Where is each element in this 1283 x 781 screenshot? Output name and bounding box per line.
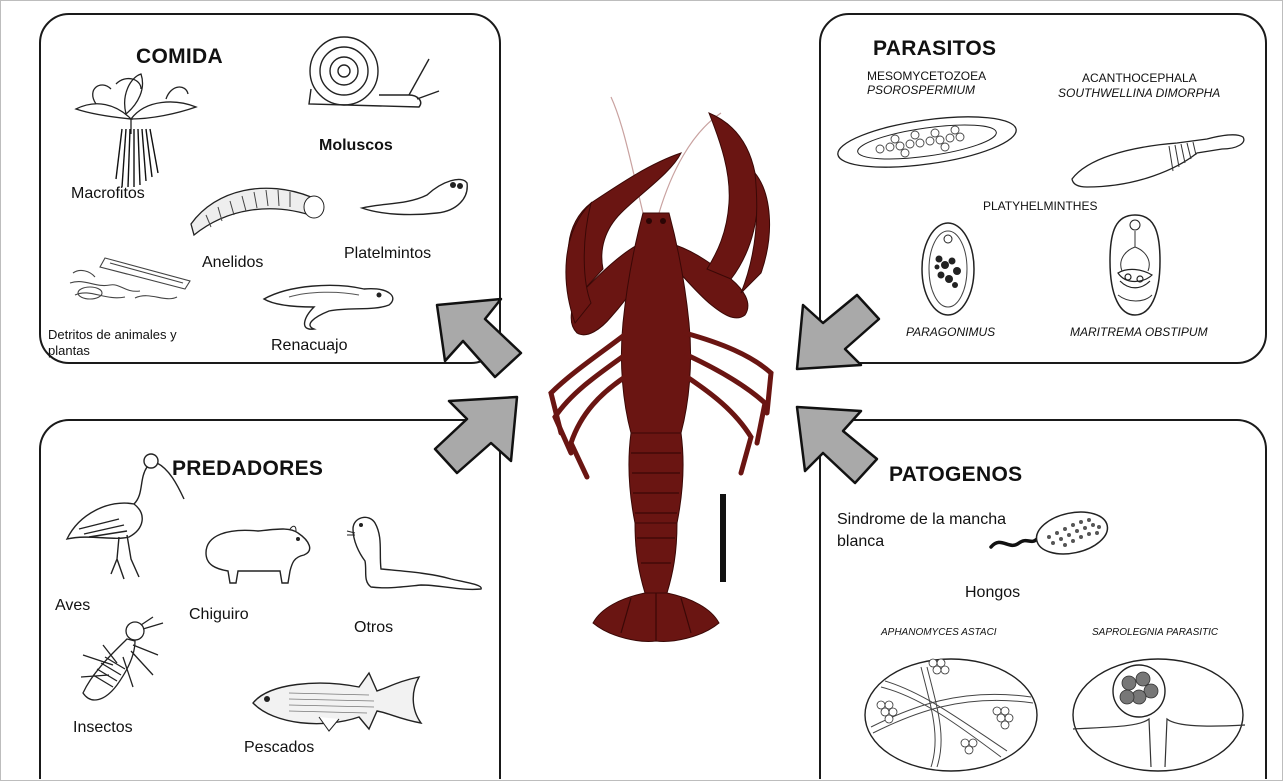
scale-bar <box>720 494 726 582</box>
label-platyhelminthes: PLATYHELMINTHES <box>983 199 1097 213</box>
label-detritos-2: plantas <box>48 343 90 358</box>
label-chiguiro: Chiguiro <box>189 606 249 624</box>
insect-icon <box>73 615 173 715</box>
virus-icon <box>987 507 1112 567</box>
label-acanthocephala: ACANTHOCEPHALA <box>1082 71 1197 85</box>
label-otros: Otros <box>354 619 393 637</box>
aphanomyces-icon <box>861 647 1041 769</box>
label-pescados: Pescados <box>244 739 314 757</box>
label-platelmintos: Platelmintos <box>344 245 431 263</box>
label-detritos-1: Detritos de animales y <box>48 327 177 342</box>
parasitos-title: PARASITOS <box>873 37 996 61</box>
flatworm-icon <box>357 173 472 218</box>
macrophyte-icon <box>56 69 206 189</box>
label-moluscos: Moluscos <box>319 137 393 155</box>
psorospermium-icon <box>835 113 1020 171</box>
tadpole-icon <box>259 277 399 332</box>
label-aphanomyces: APHANOMYCES ASTACI <box>881 627 997 638</box>
label-paragonimus: PARAGONIMUS <box>906 325 995 339</box>
label-hongos: Hongos <box>965 584 1020 602</box>
label-southwellina: SOUTHWELLINA DIMORPHA <box>1058 86 1220 100</box>
label-sindrome-1: Sindrome de la mancha <box>837 511 1006 529</box>
annelid-icon <box>186 179 331 239</box>
arrow-from-predadores <box>429 387 529 477</box>
predadores-title: PREDADORES <box>172 457 323 481</box>
ibis-icon <box>59 449 189 584</box>
arrow-to-comida <box>429 291 529 381</box>
paragonimus-icon <box>919 219 977 319</box>
label-sindrome-2: blanca <box>837 533 884 551</box>
arrow-from-parasitos <box>787 291 887 381</box>
saprolegnia-icon <box>1069 647 1247 769</box>
label-macrofitos: Macrofitos <box>71 185 145 203</box>
crayfish-icon <box>531 93 791 648</box>
snail-icon <box>299 29 439 114</box>
label-anelidos: Anelidos <box>202 254 263 272</box>
maritrema-icon <box>1104 211 1166 321</box>
label-saprolegnia: SAPROLEGNIA PARASITIC <box>1092 627 1218 638</box>
fish-icon <box>249 669 429 739</box>
comida-title: COMIDA <box>136 45 223 69</box>
detritus-icon <box>65 253 195 313</box>
label-aves: Aves <box>55 597 90 615</box>
arrow-from-patogenos <box>787 397 887 487</box>
capybara-icon <box>198 523 316 588</box>
otter-icon <box>341 511 486 596</box>
label-insectos: Insectos <box>73 719 133 737</box>
label-psorospermium: PSOROSPERMIUM <box>867 83 975 97</box>
label-maritrema: MARITREMA OBSTIPUM <box>1070 325 1208 339</box>
patogenos-title: PATOGENOS <box>889 463 1022 487</box>
label-mesomycetozoea: MESOMYCETOZOEA <box>867 69 986 83</box>
label-renacuajo: Renacuajo <box>271 337 348 355</box>
southwellina-icon <box>1067 129 1252 191</box>
